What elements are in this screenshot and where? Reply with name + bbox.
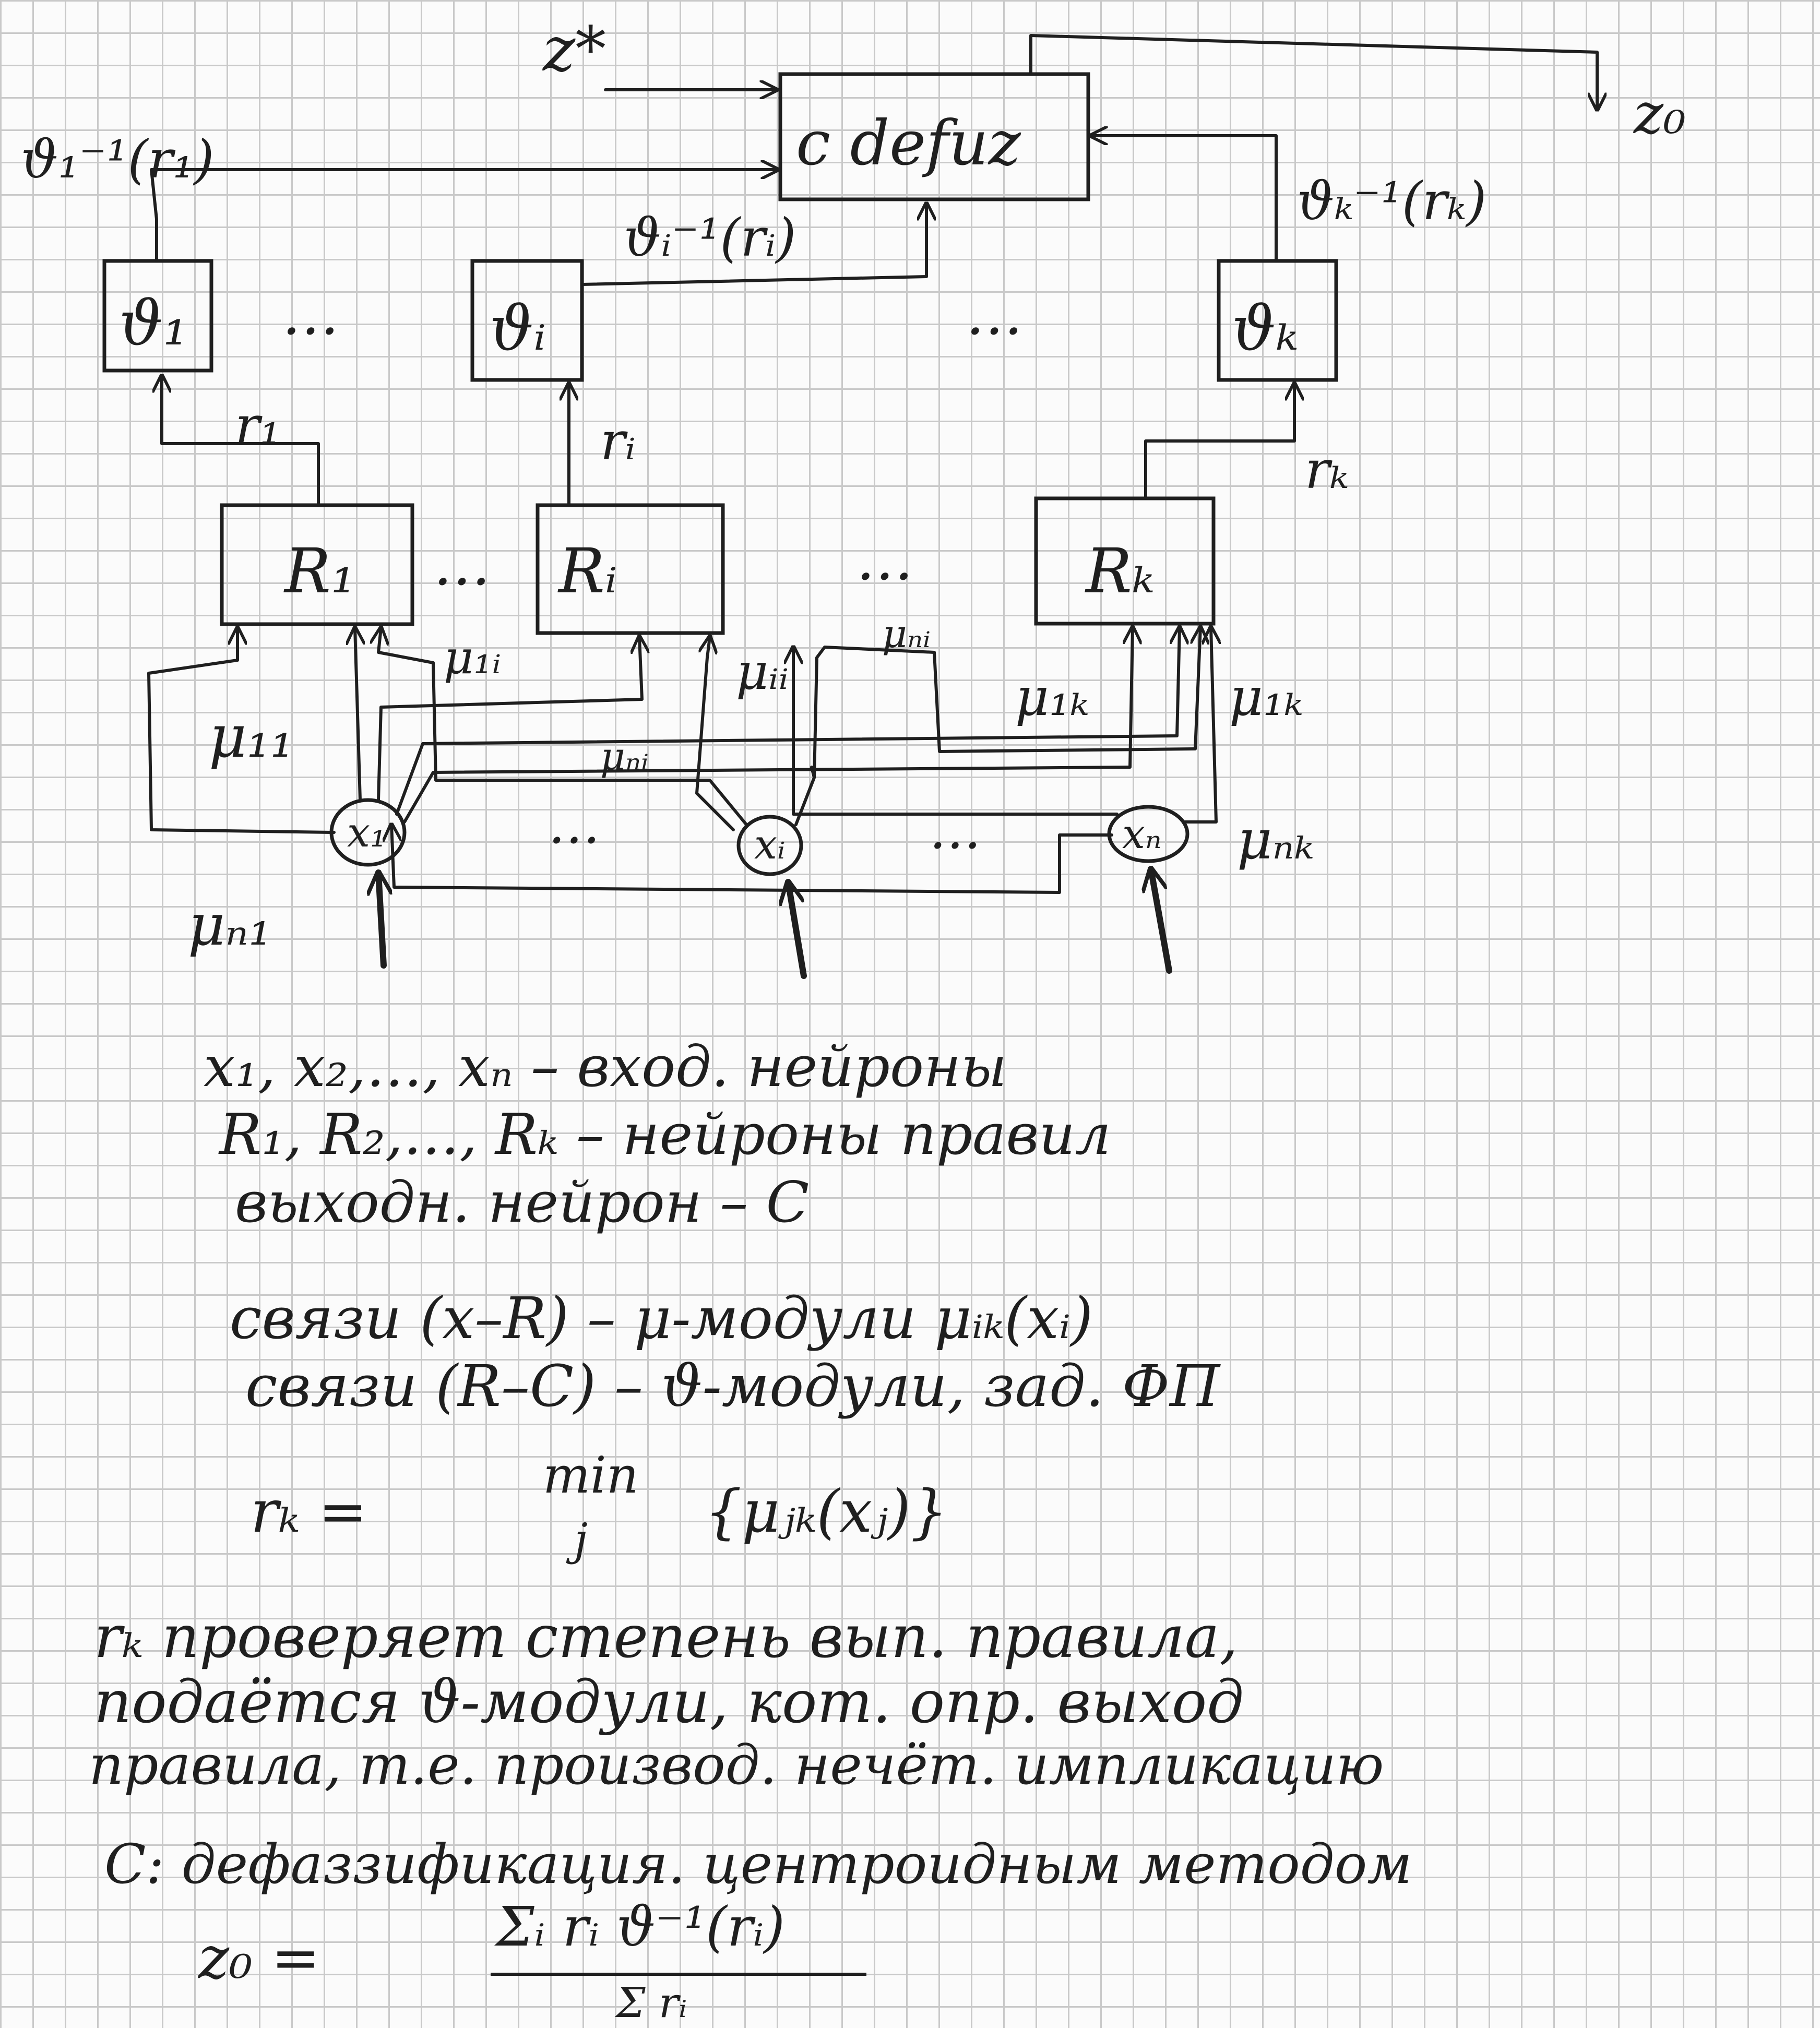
dots-x1-xi: … (548, 794, 600, 855)
v1-to-defuzz (150, 170, 778, 263)
note-mu-links: связи (x–R) – μ-модули μᵢₖ(xᵢ) (230, 1285, 1093, 1352)
rulek-box (1034, 496, 1216, 626)
x1-ri-wire (377, 637, 642, 802)
m1i-label: μ₁ᵢ (444, 630, 501, 684)
xn-rk-wire (1183, 627, 1216, 824)
x1-label: x₁ (347, 809, 386, 856)
xn-input-arrow (1151, 869, 1172, 974)
xi-node (736, 815, 803, 876)
m1k-a-label: μ₁ₖ (1015, 666, 1089, 727)
x1-input-arrow (378, 873, 384, 969)
z-out-wire (1029, 34, 1597, 110)
para-line-1: rₖ проверяет степень вып. правила, (94, 1603, 1238, 1671)
dots-vi-vk: … (966, 281, 1023, 348)
note-theta-links: связи (R–C) – ϑ-модули, зад. ФП (245, 1353, 1220, 1419)
rk-formula-min: min (543, 1446, 639, 1505)
z0-formula-lhs: z₀ = (198, 1924, 320, 1992)
xi-label: xᵢ (754, 821, 786, 868)
dots-ri-rk: … (856, 526, 913, 593)
xn-r1-wire (391, 825, 1113, 894)
v1-label: ϑ₁ (119, 287, 188, 359)
para-line-3: правила, т.е. производ. нечёт. импликаци… (89, 1733, 1384, 1797)
xi-ri-wire (695, 637, 735, 831)
z0-fraction-bar (491, 1973, 866, 1976)
para-line-4: C: дефаззификация. центроидным методом (104, 1832, 1412, 1896)
ri-label: rᵢ (600, 411, 636, 472)
rulei-label: Rᵢ (557, 535, 617, 607)
z0-formula-denominator: Σ rᵢ (616, 1978, 687, 2027)
vk-to-defuzz (1091, 136, 1278, 263)
rk-label: rₖ (1305, 439, 1349, 500)
z-star-label: z* (542, 13, 606, 85)
mnk-label: μₙₖ (1237, 808, 1314, 872)
defuzz-label: c defuz (796, 107, 1021, 179)
xn-ri-wire (793, 647, 1119, 816)
rk-formula-lhs: rₖ = (251, 1478, 367, 1546)
xi-r1-wire (378, 628, 748, 826)
defuzz-box (778, 72, 1090, 201)
dk-out-label: ϑₖ⁻¹(rₖ) (1297, 171, 1486, 232)
vk-label: ϑₖ (1232, 292, 1298, 364)
x1-rk-wire-a (395, 627, 1180, 816)
mni-top-label: μₙᵢ (882, 612, 931, 657)
rulei-box (536, 503, 725, 635)
dots-xi-xn: … (929, 800, 981, 861)
rulek-label: Rₖ (1085, 535, 1155, 607)
d1-out-label: ϑ₁⁻¹(r₁) (21, 129, 214, 190)
x1-rk-wire-b (403, 627, 1133, 824)
vi-to-defuzz (580, 204, 926, 286)
xn-label: xₙ (1122, 811, 1162, 858)
vi-box (470, 259, 584, 382)
m1k-b-label: μ₁ₖ (1229, 666, 1303, 727)
para-line-2: подаётся ϑ-модули, кот. опр. выход (94, 1668, 1244, 1736)
z0-formula: z₀ = Σᵢ rᵢ ϑ⁻¹(rᵢ) Σ rᵢ (198, 1895, 929, 2027)
note-inputs: x₁, x₂,…, xₙ – вход. нейроны (204, 1034, 1007, 1100)
dots-v1-vi: … (282, 281, 339, 348)
x1-r1-wire (355, 628, 360, 802)
mni-label: μₙᵢ (600, 734, 649, 779)
dots-r1-ri: … (433, 531, 491, 598)
xi-input-arrow (788, 882, 807, 979)
z0-formula-numerator: Σᵢ rᵢ ϑ⁻¹(rᵢ) (496, 1895, 785, 1959)
z-out-label: z₀ (1633, 81, 1686, 147)
m11-label: μ₁₁ (209, 703, 294, 771)
x1-r1-loop (147, 628, 336, 834)
mn1-label: μₙ₁ (188, 891, 271, 958)
di-out-label: ϑᵢ⁻¹(rᵢ) (624, 207, 796, 268)
rk-formula-body: {μⱼₖ(xⱼ)} (705, 1478, 948, 1546)
rk-formula-index: j (574, 1514, 588, 1565)
vi-label: ϑᵢ (490, 292, 546, 364)
rk-formula: rₖ = min j {μⱼₖ(xⱼ)} (251, 1446, 1190, 1581)
xi-rk-wire (794, 627, 1200, 826)
note-output: выходн. нейрон – C (235, 1170, 810, 1235)
mii-label: μᵢᵢ (736, 642, 789, 701)
r1-label: r₁ (235, 395, 281, 456)
r1-to-v1 (162, 376, 320, 507)
note-rules: R₁, R₂,…, Rₖ – нейроны правил (219, 1102, 1111, 1167)
rk-to-vk (1144, 384, 1294, 500)
rule1-label: R₁ (283, 535, 355, 607)
